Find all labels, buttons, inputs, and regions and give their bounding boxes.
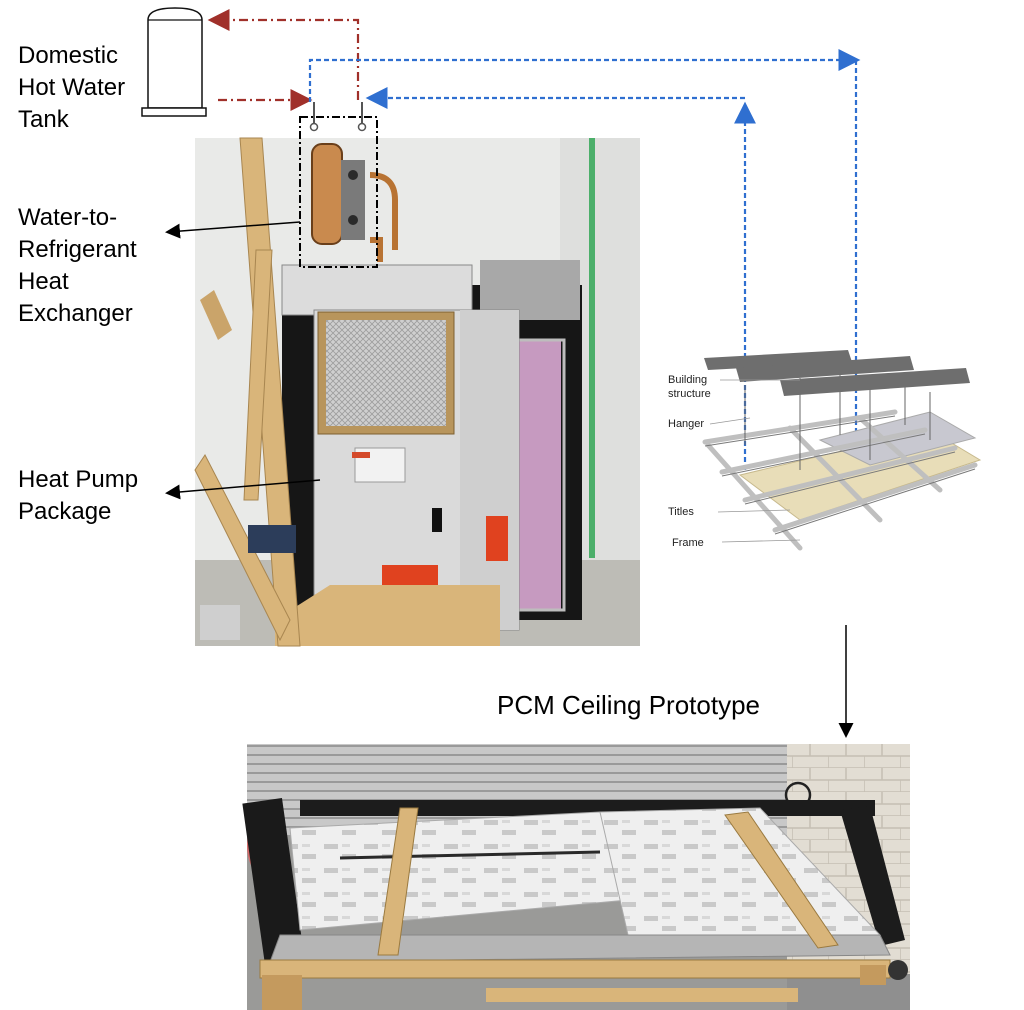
building-label-line-1: Building <box>668 374 708 386</box>
heat-pump-label: Heat Pump Package <box>18 464 138 528</box>
tank-label-line-2: Hot Water <box>18 74 126 101</box>
building-label-line-2: structure <box>668 388 711 400</box>
hp-label-line-2: Package <box>18 498 112 525</box>
hx-label-line-2: Refrigerant <box>18 236 137 263</box>
ceiling-illustration <box>702 350 982 551</box>
heat-exchanger-outline <box>299 116 378 268</box>
hx-label-line-4: Exchanger <box>18 300 133 327</box>
pcm-caption: PCM Ceiling Prototype <box>497 690 760 720</box>
label-leaders <box>165 221 854 738</box>
heat-pump-photo <box>194 137 640 647</box>
hot-water-loop <box>207 9 360 111</box>
tank-label: Domestic Hot Water Tank <box>18 40 125 136</box>
tank-label-line-3: Tank <box>18 106 69 133</box>
water-tank-icon <box>141 7 207 117</box>
building-structure-label: Building structure <box>668 373 711 401</box>
pcm-prototype-photo <box>242 744 910 1010</box>
tank-label-line-1: Domestic <box>18 42 119 69</box>
titles-label: Titles <box>668 506 694 518</box>
pipe-connectors <box>309 102 367 132</box>
hanger-label: Hanger <box>668 418 705 430</box>
hx-label-line-3: Heat <box>18 268 69 295</box>
hx-label-line-1: Water-to- <box>18 204 118 231</box>
hp-label-line-1: Heat Pump <box>18 466 139 493</box>
frame-label: Frame <box>672 537 704 549</box>
heat-exchanger-label: Water-to- Refrigerant Heat Exchanger <box>18 202 137 330</box>
